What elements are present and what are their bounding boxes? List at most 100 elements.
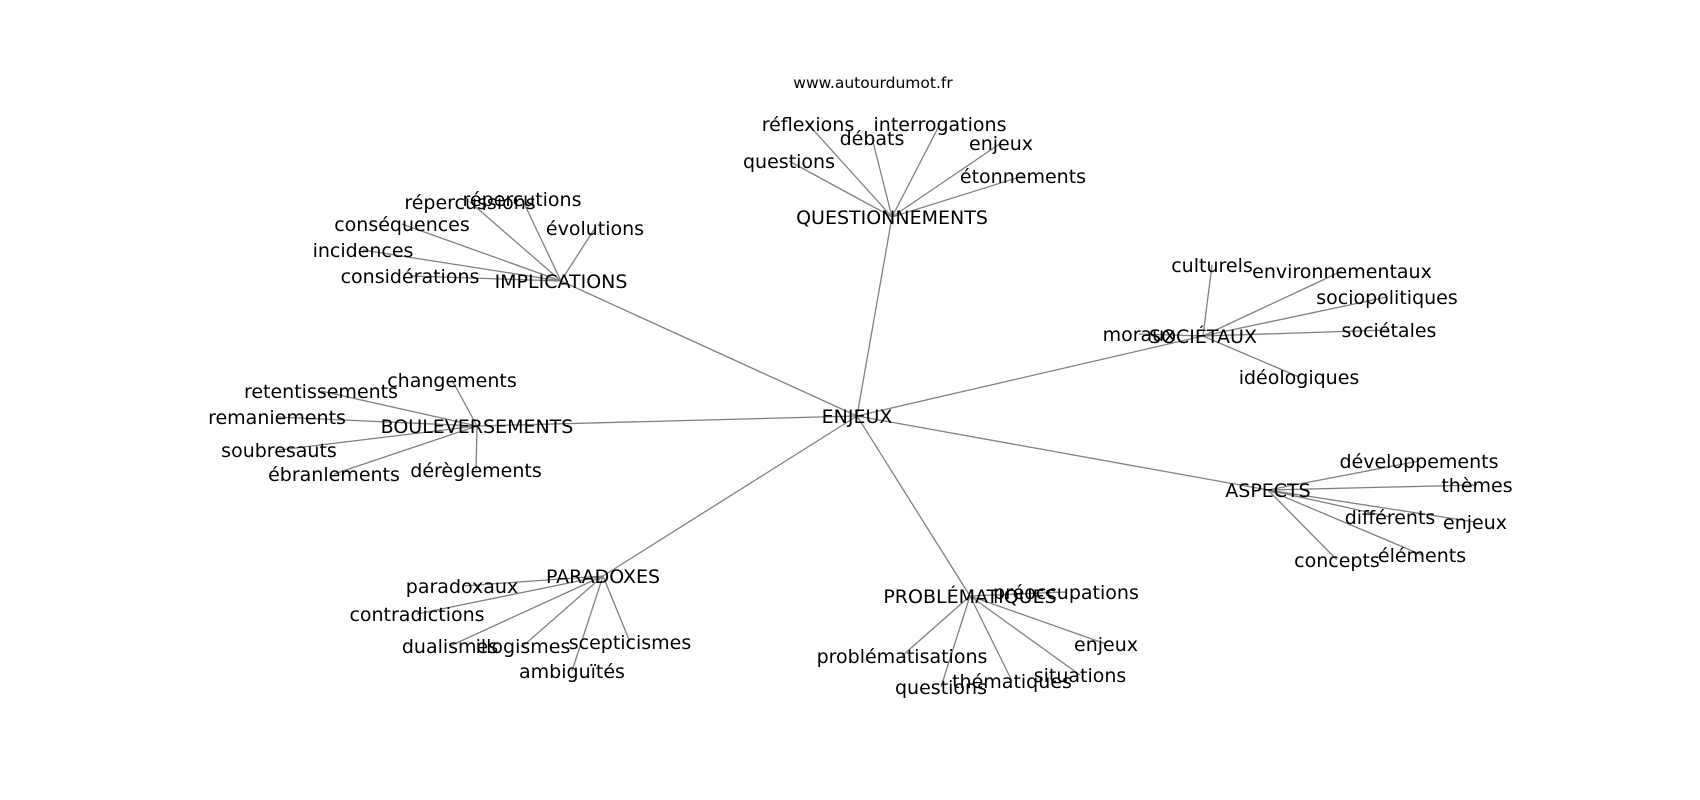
node-leaf-enjeux-a: enjeux (1443, 512, 1507, 534)
edge-questionnements-reflexions (807, 123, 893, 218)
node-leaf-retentissements: retentissements (244, 381, 398, 403)
edge-paradoxes-illogismes (522, 575, 604, 647)
node-leaf-ambiguites: ambiguïtés (519, 661, 625, 683)
edge-bouleversements-changements (451, 379, 478, 427)
node-leaf-etonnements: étonnements (960, 166, 1086, 188)
node-leaf-questions-q: questions (743, 151, 835, 173)
edge-questionnements-enjeux-q (891, 142, 1002, 218)
node-hub-implications: IMPLICATIONS (495, 271, 628, 293)
node-hub-aspects: ASPECTS (1225, 480, 1310, 502)
graph-labels: www.autourdumot.fr ENJEUX QUESTIONNEMENTS… (208, 74, 1513, 699)
edge-aspects-themes (1267, 484, 1478, 491)
edge-problematiques-enjeux-p (969, 595, 1107, 645)
node-leaf-reflexions: réflexions (762, 114, 855, 136)
node-leaf-ideologiques: idéologiques (1239, 367, 1360, 389)
edge-center-aspects (856, 415, 1269, 491)
edge-bouleversements-soubresauts (278, 425, 478, 451)
edge-implications-repercutions (521, 198, 562, 282)
node-leaf-considerations: considérations (341, 266, 480, 288)
edge-center-societaux (856, 335, 1204, 417)
node-leaf-consequences: conséquences (334, 214, 470, 236)
node-leaf-dualismes: dualismes (402, 636, 498, 658)
edge-societaux-sociopolitiques (1202, 296, 1388, 337)
edge-paradoxes-scepticismes (602, 575, 631, 643)
node-leaf-preoccupations: préoccupations (993, 582, 1139, 604)
edge-center-questionnements (856, 216, 893, 417)
node-leaf-concepts: concepts (1294, 550, 1380, 572)
node-leaf-societales: sociétales (1342, 320, 1437, 342)
node-leaf-illogismes: illogismes (476, 636, 571, 658)
edge-paradoxes-paradoxaux (461, 575, 604, 587)
node-hub-paradoxes: PARADOXES (546, 566, 660, 588)
node-leaf-culturels: culturels (1171, 255, 1253, 277)
edge-paradoxes-contradictions (416, 575, 604, 615)
edge-paradoxes-dualismes (449, 575, 604, 647)
edge-questionnements-debats (871, 137, 893, 218)
node-leaf-questions-p: questions (895, 677, 987, 699)
edge-bouleversements-retentissements (320, 390, 478, 427)
node-leaf-soubresauts: soubresauts (221, 440, 337, 462)
node-leaf-interrogations: interrogations (874, 114, 1007, 136)
node-leaf-evolutions: évolutions (546, 218, 644, 240)
node-leaf-problematisations: problématisations (817, 646, 988, 668)
node-leaf-scepticismes: scepticismes (569, 632, 692, 654)
node-leaf-elements: éléments (1378, 545, 1466, 567)
edge-implications-considerations (409, 275, 562, 282)
node-leaf-differents: différents (1345, 507, 1436, 529)
node-hub-bouleversements: BOULEVERSEMENTS (381, 416, 574, 438)
edge-societaux-societales (1202, 329, 1390, 337)
edge-aspects-developpements (1267, 460, 1420, 491)
node-leaf-themes: thèmes (1441, 475, 1512, 497)
source-label: www.autourdumot.fr (793, 74, 953, 92)
graph-edges (276, 123, 1478, 688)
edge-problematiques-situations (969, 595, 1081, 676)
edge-implications-consequences (401, 223, 562, 282)
node-leaf-debats: débats (840, 128, 905, 150)
edge-problematiques-problematisations (901, 595, 971, 657)
edge-societaux-culturels (1202, 264, 1213, 337)
edge-bouleversements-remaniements (276, 416, 478, 427)
edge-aspects-enjeux-a (1267, 489, 1476, 523)
node-leaf-enjeux-q: enjeux (969, 133, 1033, 155)
edge-implications-incidences (362, 249, 562, 282)
edge-problematiques-questions-p (940, 595, 971, 688)
edge-center-bouleversements (476, 415, 858, 427)
node-leaf-incidences: incidences (313, 240, 414, 262)
edge-questionnements-interrogations (891, 123, 941, 218)
node-hub-questionnements: QUESTIONNEMENTS (796, 207, 988, 229)
node-leaf-ebranlements: ébranlements (268, 464, 400, 486)
node-leaf-changements: changements (387, 370, 517, 392)
edge-bouleversements-dereglements (475, 425, 478, 471)
node-leaf-paradoxaux: paradoxaux (406, 576, 518, 598)
edge-problematiques-thematiques (969, 595, 1013, 682)
edge-questionnements-questions-q (788, 160, 893, 218)
node-leaf-sociopolitiques: sociopolitiques (1316, 287, 1458, 309)
edge-bouleversements-ebranlements (333, 425, 478, 475)
edge-aspects-concepts (1267, 489, 1338, 561)
edge-center-implications (560, 280, 858, 417)
node-leaf-situations: situations (1034, 665, 1127, 687)
node-hub-societaux: SOCIÉTAUX (1149, 325, 1257, 348)
edge-aspects-differents (1267, 489, 1391, 518)
node-leaf-moraux: moraux (1103, 324, 1176, 346)
node-leaf-contradictions: contradictions (349, 604, 484, 626)
node-leaf-environnementaux: environnementaux (1252, 261, 1432, 283)
edge-center-problematiques (856, 415, 971, 597)
edge-questionnements-etonnements (891, 175, 1024, 218)
node-leaf-dereglements: dérèglements (410, 460, 541, 482)
edge-implications-evolutions (560, 227, 596, 282)
node-leaf-remaniements: remaniements (208, 407, 346, 429)
edge-aspects-elements (1267, 489, 1423, 556)
node-leaf-repercutions: répercutions (462, 189, 581, 211)
node-leaf-repercussions-1: répercussions (404, 192, 535, 214)
node-center-enjeux: ENJEUX (822, 406, 893, 428)
node-hub-problematiques: PROBLÉMATIQUES (883, 585, 1056, 608)
edge-societaux-ideologiques (1202, 335, 1300, 378)
node-leaf-enjeux-p: enjeux (1074, 634, 1138, 656)
node-leaf-thematiques: thématiques (952, 671, 1072, 693)
node-leaf-developpements: développements (1340, 451, 1499, 473)
edge-societaux-environnementaux (1202, 270, 1343, 337)
edge-center-paradoxes (602, 415, 858, 577)
